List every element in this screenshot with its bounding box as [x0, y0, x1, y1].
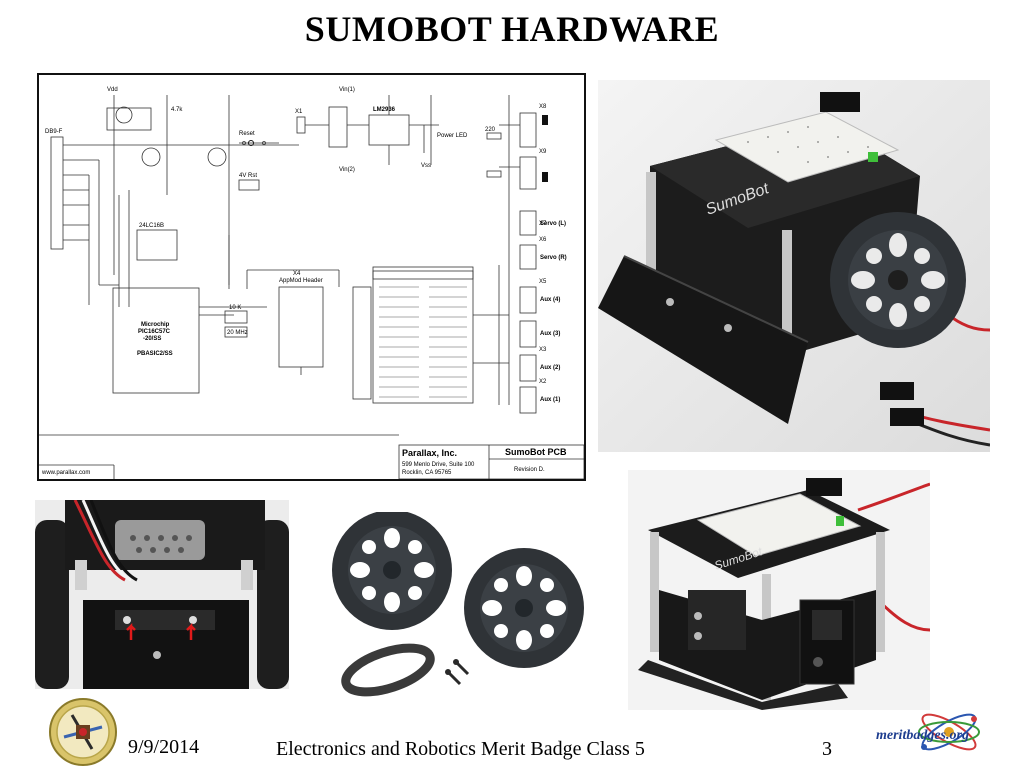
wheel-left: [332, 512, 452, 630]
schematic-x9-label: X9: [539, 149, 547, 155]
schematic-mcu-label-2: PIC16C57C: [138, 329, 171, 335]
schematic-10k-label: 10 K: [229, 305, 241, 311]
sumobot-main-photo: SumoBot: [598, 80, 990, 452]
schematic-mcu-label-1: Microchip: [141, 322, 170, 328]
schematic-x2-label: X2: [539, 379, 547, 385]
schematic-power-led-label: Power LED: [437, 133, 468, 139]
schematic-diagram: DB9-F X1 LM2936 Power LED Reset 4V Rst 2…: [37, 73, 586, 481]
merit-badge-icon: [49, 698, 117, 766]
schematic-servo-l-label: Servo (L): [540, 221, 566, 227]
schematic-mcu-label-3: -20/SS: [143, 336, 161, 342]
schematic-drawing: DB9-F X1 LM2936 Power LED Reset 4V Rst 2…: [39, 87, 584, 479]
schematic-vin2-label: Vin(2): [339, 167, 355, 173]
schematic-x7-label: X7: [539, 221, 547, 227]
schematic-resistor-label: 4.7k: [171, 107, 183, 113]
schematic-x1-label: X1: [295, 109, 303, 115]
sumobot-underside-illustration: [35, 500, 289, 689]
schematic-eeprom-label: 24LC16B: [139, 223, 164, 229]
schematic-mcu-label-4: PBASIC2/SS: [137, 351, 173, 357]
schematic-connector-label: DB9-F: [45, 129, 63, 135]
schematic-osc-label: 20 MHz: [227, 330, 248, 336]
schematic-x5-label: X5: [539, 279, 547, 285]
sumobot-underside-photo: [35, 500, 289, 689]
footer-page-number: 3: [822, 738, 832, 760]
schematic-appmod-sublabel: AppMod Header: [279, 278, 323, 284]
schematic-aux2-label: Aux (2): [540, 365, 560, 371]
schematic-address-2: Rocklin, CA 95765: [402, 470, 452, 476]
schematic-regulator-label: LM2936: [373, 107, 396, 113]
schematic-company-label: Parallax, Inc.: [402, 448, 457, 458]
merit-badge-logo: [48, 697, 118, 767]
footer-class-title: Electronics and Robotics Merit Badge Cla…: [276, 738, 645, 760]
slide-title: SUMOBOT HARDWARE: [304, 9, 720, 49]
schematic-appmod-label: X4: [293, 271, 301, 277]
schematic-brownout-label: 4V Rst: [239, 173, 257, 179]
sumobot-servo-photo: SumoBot: [628, 470, 930, 710]
schematic-x8-label: X8: [539, 104, 547, 110]
schematic-website-label: www.parallax.com: [41, 470, 90, 476]
schematic-aux1-label: Aux (1): [540, 397, 560, 403]
meritbadges-logo: meritbadges.org: [874, 705, 984, 760]
schematic-aux4-label: Aux (4): [540, 297, 560, 303]
wheel-right: [464, 548, 584, 668]
sumobot-servo-illustration: SumoBot: [628, 470, 930, 710]
schematic-servo-r-label: Servo (R): [540, 255, 567, 261]
wheels-and-tire-photo: [320, 512, 610, 702]
schematic-vdd-label: Vdd: [107, 87, 118, 93]
schematic-revision-label: Revision D.: [514, 467, 545, 473]
schematic-x6-label: X6: [539, 237, 547, 243]
sumobot-main-illustration: SumoBot: [598, 80, 990, 452]
schematic-resistor2-label: 220: [485, 127, 496, 133]
schematic-vss-label: Vss: [421, 163, 431, 169]
schematic-board-label: SumoBot PCB: [505, 447, 567, 457]
schematic-x3-label: X3: [539, 347, 547, 353]
wheels-illustration: [320, 512, 610, 702]
footer-date: 9/9/2014: [128, 736, 200, 758]
atom-logo-icon: meritbadges.org: [876, 713, 980, 751]
schematic-reset-label: Reset: [239, 131, 255, 137]
schematic-aux3-label: Aux (3): [540, 331, 560, 337]
schematic-address-1: 599 Menlo Drive, Suite 100: [402, 462, 475, 468]
meritbadges-logo-text: meritbadges.org: [876, 728, 969, 743]
schematic-vin1-label: Vin(1): [339, 87, 355, 93]
